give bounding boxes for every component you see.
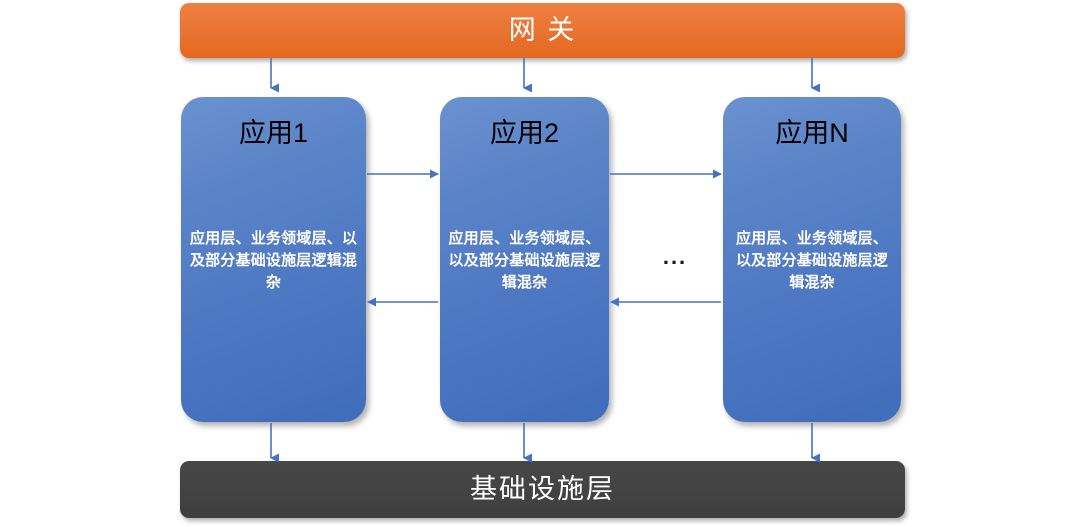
app-box-1[interactable]: 应用1 应用层、业务领域层、以及部分基础设施层逻辑混杂 [181,97,366,422]
app-box-2[interactable]: 应用2 应用层、业务领域层、以及部分基础设施层逻辑混杂 [440,97,609,422]
infrastructure-bar[interactable]: 基础设施层 [180,461,905,518]
ellipsis-label: ... [662,244,688,269]
app-box-1-title: 应用1 [238,118,309,148]
app-box-n[interactable]: 应用N 应用层、业务领域层、以及部分基础设施层逻辑混杂 [723,97,901,422]
app-box-2-description: 应用层、业务领域层、以及部分基础设施层逻辑混杂 [448,230,601,291]
app-box-n-title: 应用N [775,118,849,148]
infrastructure-label: 基础设施层 [470,474,615,504]
gateway-label: 网 关 [508,15,577,45]
app-box-n-description: 应用层、业务领域层、以及部分基础设施层逻辑混杂 [735,230,888,291]
gateway-bar[interactable]: 网 关 [180,3,905,58]
app-box-2-title: 应用2 [489,118,560,148]
app-box-1-description: 应用层、业务领域层、以及部分基础设施层逻辑混杂 [189,230,358,291]
